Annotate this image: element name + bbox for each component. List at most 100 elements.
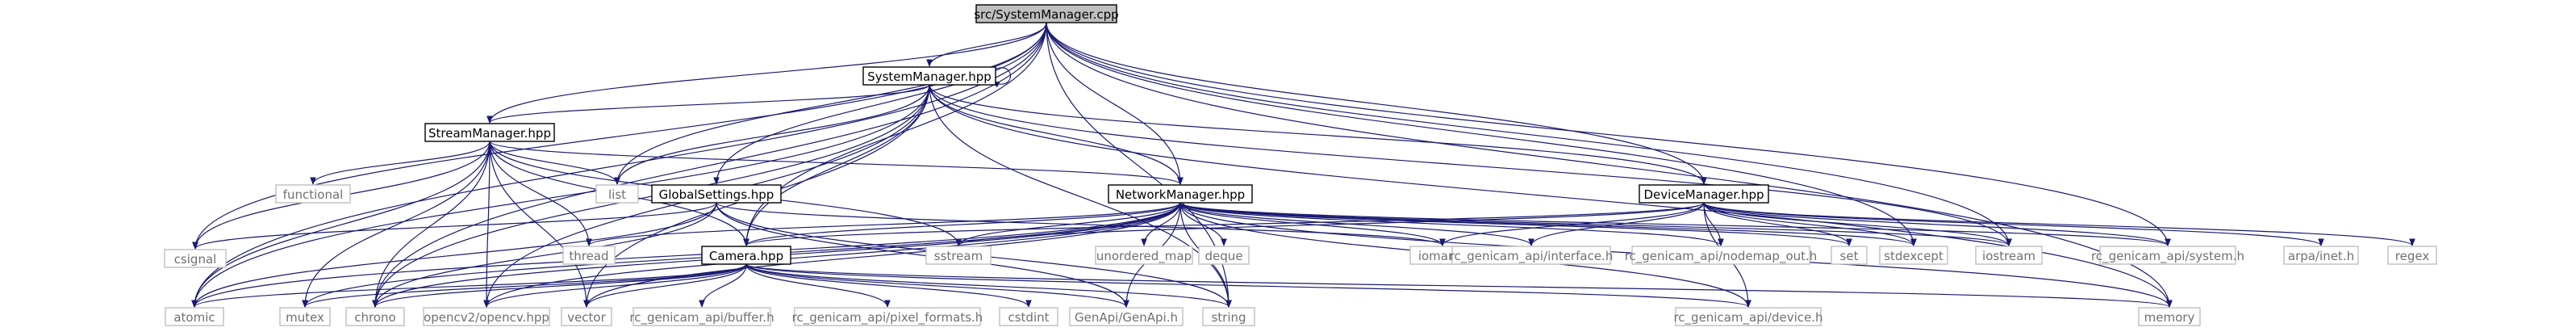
edge-root-to-streamm [486, 22, 1047, 124]
edge-devm-to-rc_iface [1528, 202, 1705, 246]
edge-netm-to-unordered_map [1141, 202, 1181, 246]
edge-streamm-to-mutex [302, 141, 491, 308]
node-label-opencv: opencv2/opencv.hpp [424, 310, 549, 325]
node-vector: vector [561, 307, 612, 326]
node-label-string: string [1211, 310, 1246, 325]
edge-cam-to-cstdint [745, 263, 1032, 308]
node-memory: memory [2138, 307, 2201, 326]
node-label-chrono: chrono [354, 310, 395, 325]
edge-netm-to-iomanip [1179, 202, 1446, 246]
edge-cam-to-atomic [191, 263, 747, 308]
edge-devm-to-set [1703, 202, 1852, 246]
edge-netm-to-set [1179, 202, 1852, 246]
edge-streamm-to-thread [489, 141, 592, 246]
node-deque: deque [1198, 246, 1250, 265]
edge-cam-to-rc_buffer [699, 263, 747, 308]
edge-devm-to-iomanip [1439, 202, 1705, 246]
node-sstream: sstream [925, 246, 992, 265]
edge-netm-to-thread [586, 202, 1181, 246]
edge-cam-to-memory [745, 263, 2173, 308]
node-root[interactable]: src/SystemManager.cpp [974, 4, 1119, 23]
node-label-arpa: arpa/inet.h [2288, 249, 2354, 263]
node-thread: thread [562, 246, 616, 265]
node-label-devm: DeviceManager.hpp [1644, 187, 1764, 202]
node-cstdint: cstdint [999, 307, 1058, 326]
node-set: set [1831, 246, 1868, 265]
edge-streamm-to-vector [489, 141, 590, 308]
edge-layer [191, 22, 2415, 308]
node-arpa: arpa/inet.h [2283, 246, 2359, 265]
edge-devm-to-arpa [1703, 202, 2324, 246]
edge-netm-to-sstream [955, 202, 1181, 246]
edge-root-to-sysm [926, 22, 1047, 67]
edge-cam-to-vector [583, 263, 747, 308]
edge-sysm-to-devm [929, 84, 1707, 185]
node-label-vector: vector [567, 310, 606, 325]
node-label-sstream: sstream [934, 249, 983, 263]
edge-cam-to-string [745, 263, 1232, 308]
node-label-rc_system: rc_genicam_api/system.h [2091, 249, 2244, 264]
edge-cam-to-mutex [302, 263, 747, 308]
node-label-unordered_map: unordered_map [1096, 249, 1192, 264]
node-opencv: opencv2/opencv.hpp [423, 307, 550, 326]
node-genapi: GenApi/GenApi.h [1069, 307, 1184, 326]
edge-sysm-to-memory [929, 84, 2173, 308]
edge-netm-to-deque [1179, 202, 1227, 246]
edge-streamm-to-chrono [372, 141, 491, 308]
node-chrono: chrono [345, 307, 405, 326]
node-rc_nodemap: rc_genicam_api/nodemap_out.h [1625, 246, 1817, 265]
edge-gset-to-atomic [191, 202, 717, 308]
node-label-csignal: csignal [174, 252, 217, 267]
node-label-rc_buffer: rc_genicam_api/buffer.h [629, 310, 774, 326]
edge-devm-to-rc_system [1703, 202, 2171, 246]
node-label-streamm: StreamManager.hpp [428, 126, 551, 141]
edge-sysm-to-sysm [992, 67, 1011, 88]
node-label-cam: Camera.hpp [709, 249, 783, 263]
node-rc_buffer: rc_genicam_api/buffer.h [629, 307, 774, 326]
edge-sysm-to-string [929, 84, 1232, 308]
edge-cam-to-chrono [372, 263, 747, 308]
node-rc_iface: rc_genicam_api/interface.h [1450, 246, 1613, 265]
node-label-atomic: atomic [173, 310, 215, 325]
node-label-sysm: SystemManager.hpp [867, 69, 992, 84]
edge-root-to-atomic [191, 22, 1047, 308]
node-rc_device: rc_genicam_api/device.h [1673, 307, 1823, 326]
node-sysm[interactable]: SystemManager.hpp [862, 66, 996, 86]
node-label-root: src/SystemManager.cpp [974, 7, 1118, 22]
node-rc_system: rc_genicam_api/system.h [2091, 246, 2244, 265]
node-regex: regex [2387, 246, 2437, 265]
edge-root-to-iostream [1046, 22, 2012, 246]
node-iostream: iostream [1975, 246, 2043, 265]
node-label-thread: thread [569, 249, 608, 263]
node-string: string [1202, 307, 1255, 326]
node-label-iostream: iostream [1982, 249, 2035, 263]
node-streamm[interactable]: StreamManager.hpp [424, 123, 555, 142]
node-unordered_map: unordered_map [1095, 246, 1193, 265]
node-label-memory: memory [2144, 310, 2195, 325]
edge-streamm-to-list [489, 141, 620, 185]
edge-root-to-devm [1046, 22, 1707, 185]
edge-devm-to-sstream [955, 202, 1705, 246]
node-label-genapi: GenApi/GenApi.h [1075, 310, 1178, 325]
edge-devm-to-regex [1703, 202, 2415, 246]
edge-root-to-csignal [192, 22, 1047, 250]
edge-netm-to-opencv [483, 202, 1181, 308]
edge-root-to-rc_system [1046, 22, 2171, 246]
node-atomic: atomic [165, 307, 224, 326]
node-label-netm: NetworkManager.hpp [1116, 187, 1245, 202]
node-netm[interactable]: NetworkManager.hpp [1108, 184, 1253, 204]
edge-gset-to-chrono [372, 202, 717, 308]
edge-sysm-to-atomic [191, 84, 930, 308]
node-cam[interactable]: Camera.hpp [701, 246, 791, 265]
node-devm[interactable]: DeviceManager.hpp [1639, 184, 1769, 204]
edge-root-to-chrono [372, 22, 1047, 308]
edge-netm-to-atomic [191, 202, 1181, 308]
node-label-deque: deque [1204, 249, 1242, 263]
node-gset[interactable]: GlobalSettings.hpp [651, 184, 782, 204]
edge-netm-to-rc_iface [1179, 202, 1534, 246]
edge-streamm-to-atomic [191, 141, 491, 308]
edge-netm-to-rc_nodemap [1179, 202, 1724, 246]
node-label-cstdint: cstdint [1008, 310, 1049, 325]
edge-root-to-netm [1046, 22, 1184, 185]
